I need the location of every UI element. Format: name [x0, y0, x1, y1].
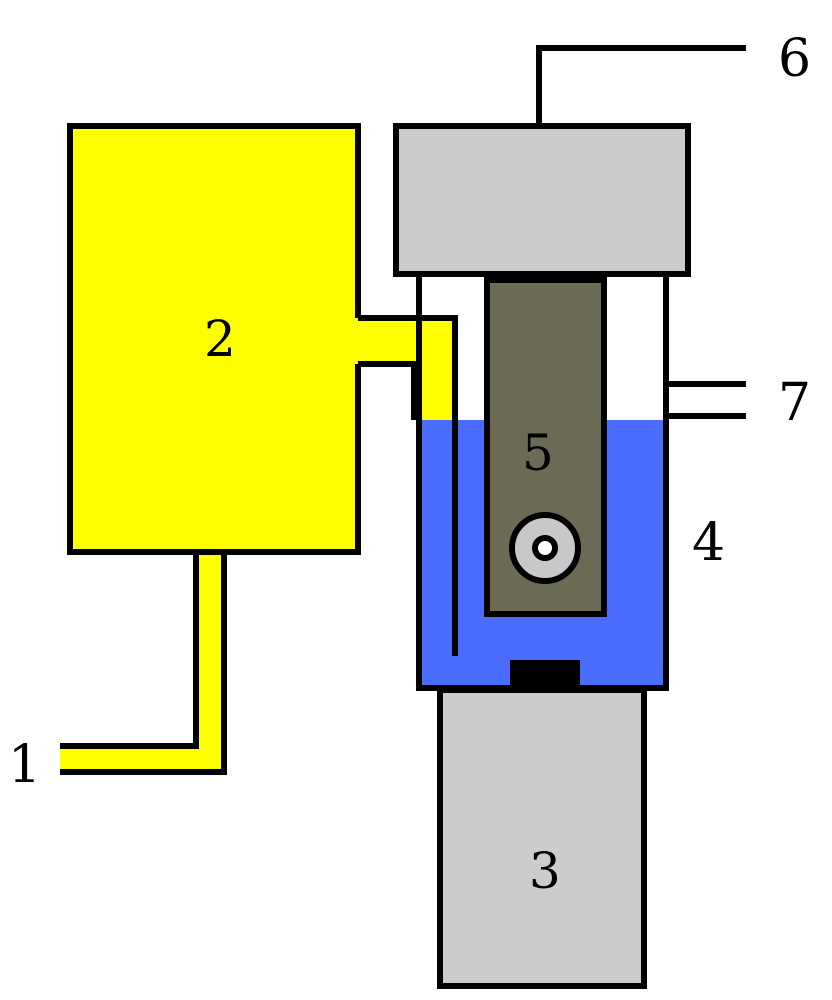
holder — [484, 277, 607, 617]
side-lead-line — [663, 276, 746, 387]
sample-ring — [509, 512, 581, 584]
vessel-floor-element — [510, 660, 580, 688]
sample-ring-core — [532, 535, 558, 561]
inlet-pipe-lower-wall — [60, 552, 227, 775]
top-lead-line — [536, 45, 746, 126]
inlet-pipe-upper-wall — [60, 552, 199, 749]
label-holder: 5 — [522, 424, 554, 482]
inlet-pipe-vertical-fill — [196, 548, 224, 772]
label-reservoir: 2 — [204, 310, 236, 368]
inlet-pipe — [60, 548, 227, 775]
top-unit — [393, 123, 691, 277]
reservoir — [67, 123, 361, 555]
label-inlet: 1 — [8, 735, 41, 795]
label-side-lead: 7 — [778, 373, 811, 433]
connecting-tube-inner-wall — [358, 361, 417, 420]
base-unit — [437, 687, 647, 989]
label-base-unit: 3 — [529, 842, 561, 900]
connecting-tube-outer-wall — [358, 315, 458, 656]
label-top-lead: 6 — [778, 29, 811, 89]
label-liquid-vessel: 4 — [692, 513, 725, 573]
